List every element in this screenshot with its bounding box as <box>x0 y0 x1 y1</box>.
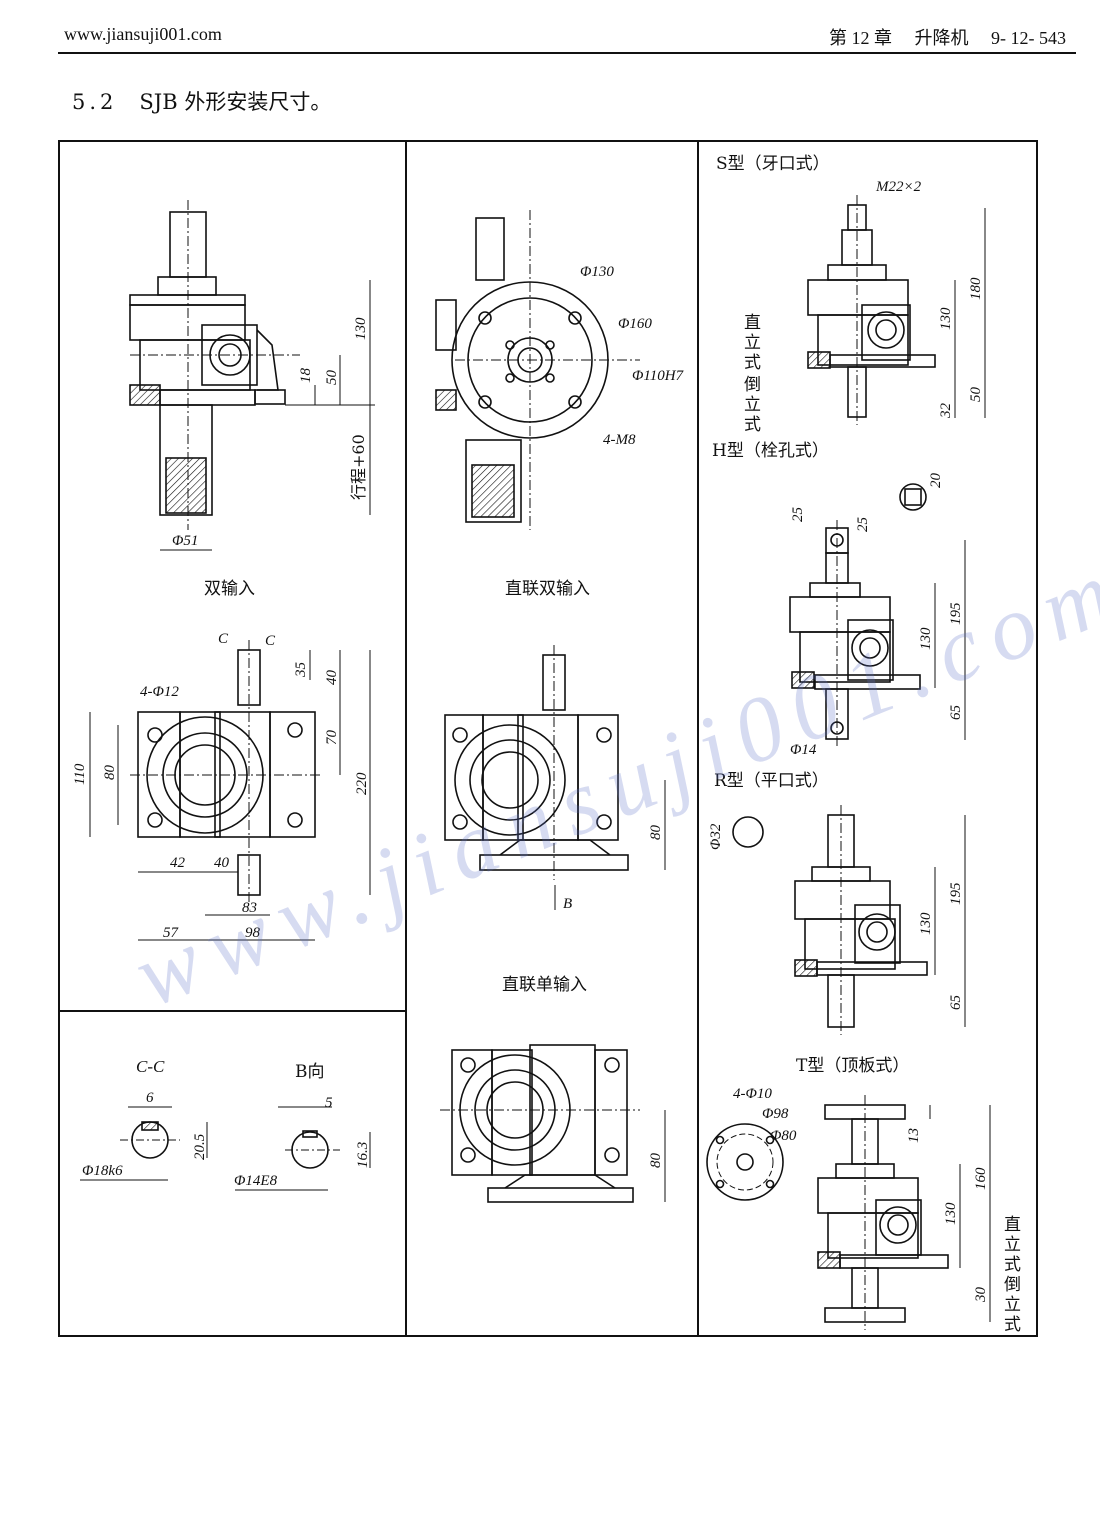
dim-phi51: Φ51 <box>172 533 198 549</box>
dim-80: 80 <box>102 765 118 781</box>
dim-42: 42 <box>170 855 186 871</box>
header-chapter: 第 12 章 <box>829 28 892 48</box>
section-mark-c-left: C <box>218 631 229 647</box>
double-input-dimension-lines <box>160 280 375 551</box>
dim-65-r: 65 <box>948 995 964 1011</box>
dim-130-r: 130 <box>918 912 934 935</box>
dim-20-5: 20.5 <box>192 1133 208 1160</box>
dim-25-right: 25 <box>855 517 871 533</box>
t-type-view <box>706 1095 991 1330</box>
dim-16-3: 16.3 <box>355 1142 371 1168</box>
dim-220: 220 <box>354 772 370 795</box>
dim-20: 20 <box>928 473 944 489</box>
dim-phi18k6: Φ18k6 <box>82 1163 123 1179</box>
dim-130-h: 130 <box>918 627 934 650</box>
header-page: 9- 12- 543 <box>991 28 1066 48</box>
header-rule <box>58 52 1076 54</box>
dim-80-direct-double: 80 <box>648 825 664 841</box>
s-type-view <box>807 195 986 425</box>
divider-lower-left <box>58 1010 406 1012</box>
dim-6: 6 <box>146 1090 154 1106</box>
double-input-top-dimension-lines <box>89 650 371 941</box>
dim-195-h: 195 <box>948 602 964 625</box>
caption-t-type: T型（顶板式） <box>796 1056 910 1076</box>
caption-r-type: R型（平口式） <box>714 771 829 791</box>
label-upright-t: 直立式 <box>1004 1215 1021 1275</box>
caption-section-cc: C-C <box>136 1057 165 1076</box>
dim-phi98: Φ98 <box>762 1106 789 1122</box>
dim-35: 35 <box>293 662 309 679</box>
dim-phi110: Φ110H7 <box>632 368 685 384</box>
dim-phi80: Φ80 <box>770 1128 797 1144</box>
dim-130-s: 130 <box>938 307 954 330</box>
caption-direct-single-input: 直联单输入 <box>502 975 587 995</box>
dim-70: 70 <box>324 730 340 746</box>
drawing-frame <box>58 140 1038 1337</box>
header-chapter-title: 升降机 <box>914 28 969 48</box>
section-text: SJB 外形安装尺寸。 <box>139 90 332 114</box>
section-title: 5.2 SJB 外形安装尺寸。 <box>72 86 331 116</box>
dim-80-direct-single: 80 <box>648 1153 664 1169</box>
dim-13: 13 <box>906 1128 922 1143</box>
caption-h-type: H型（栓孔式） <box>712 441 829 461</box>
direct-double-input-view <box>435 210 640 530</box>
dim-stroke: 行程+60 <box>349 434 368 500</box>
dim-phi32: Φ32 <box>708 823 724 850</box>
double-input-front-view <box>129 200 300 530</box>
dim-phi14: Φ14 <box>790 742 817 758</box>
label-upright-s: 直立式 <box>744 313 761 373</box>
dim-m22: M22×2 <box>875 179 922 195</box>
header-right: 第 12 章 升降机 9- 12- 543 <box>811 24 1066 50</box>
label-inverted-s: 倒立式 <box>744 375 761 435</box>
dim-30: 30 <box>973 1287 989 1304</box>
dim-32: 32 <box>938 403 954 420</box>
dim-65-h: 65 <box>948 705 964 721</box>
dim-4phi10: 4-Φ10 <box>733 1086 772 1102</box>
dim-40b: 40 <box>214 855 230 871</box>
dim-57: 57 <box>163 925 180 941</box>
dim-110: 110 <box>72 763 88 785</box>
dim-phi160: Φ160 <box>618 316 652 332</box>
divider-left <box>405 140 407 1337</box>
h-type-view <box>789 483 966 748</box>
direct-double-input-top-view <box>444 645 666 910</box>
dim-40: 40 <box>324 670 340 686</box>
caption-double-input: 双输入 <box>204 579 255 599</box>
section-mark-c-right: C <box>265 633 276 649</box>
dim-83: 83 <box>242 900 257 916</box>
caption-view-b: B向 <box>295 1062 325 1082</box>
direct-single-input-view <box>440 1044 666 1203</box>
r-type-view <box>732 805 966 1035</box>
dim-18: 18 <box>298 368 314 384</box>
view-mark-b: B <box>563 896 572 912</box>
dim-98: 98 <box>245 925 261 941</box>
dim-phi130: Φ130 <box>580 264 614 280</box>
dim-160: 160 <box>973 1167 989 1190</box>
caption-s-type: S型（牙口式） <box>716 154 830 174</box>
dim-5: 5 <box>325 1095 333 1111</box>
header-url: www.jiansuji001.com <box>64 24 222 44</box>
divider-right <box>697 140 699 1337</box>
dim-25-left: 25 <box>790 507 806 523</box>
label-inverted-t: 倒立式 <box>1004 1275 1021 1335</box>
dim-4phi12: 4-Φ12 <box>140 684 179 700</box>
double-input-top-view <box>130 640 320 905</box>
dim-phi14e8: Φ14E8 <box>234 1173 278 1189</box>
caption-direct-double-input: 直联双输入 <box>505 579 590 599</box>
dim-130-t: 130 <box>943 1202 959 1225</box>
section-number: 5.2 <box>72 90 118 114</box>
view-b <box>235 1106 371 1191</box>
dim-195-r: 195 <box>948 882 964 905</box>
dim-4m8: 4-M8 <box>603 432 636 448</box>
dim-130: 130 <box>353 317 369 340</box>
dim-180: 180 <box>968 277 984 300</box>
dim-50-s: 50 <box>968 387 984 403</box>
section-cc-view <box>80 1106 208 1181</box>
dim-50: 50 <box>324 370 340 386</box>
